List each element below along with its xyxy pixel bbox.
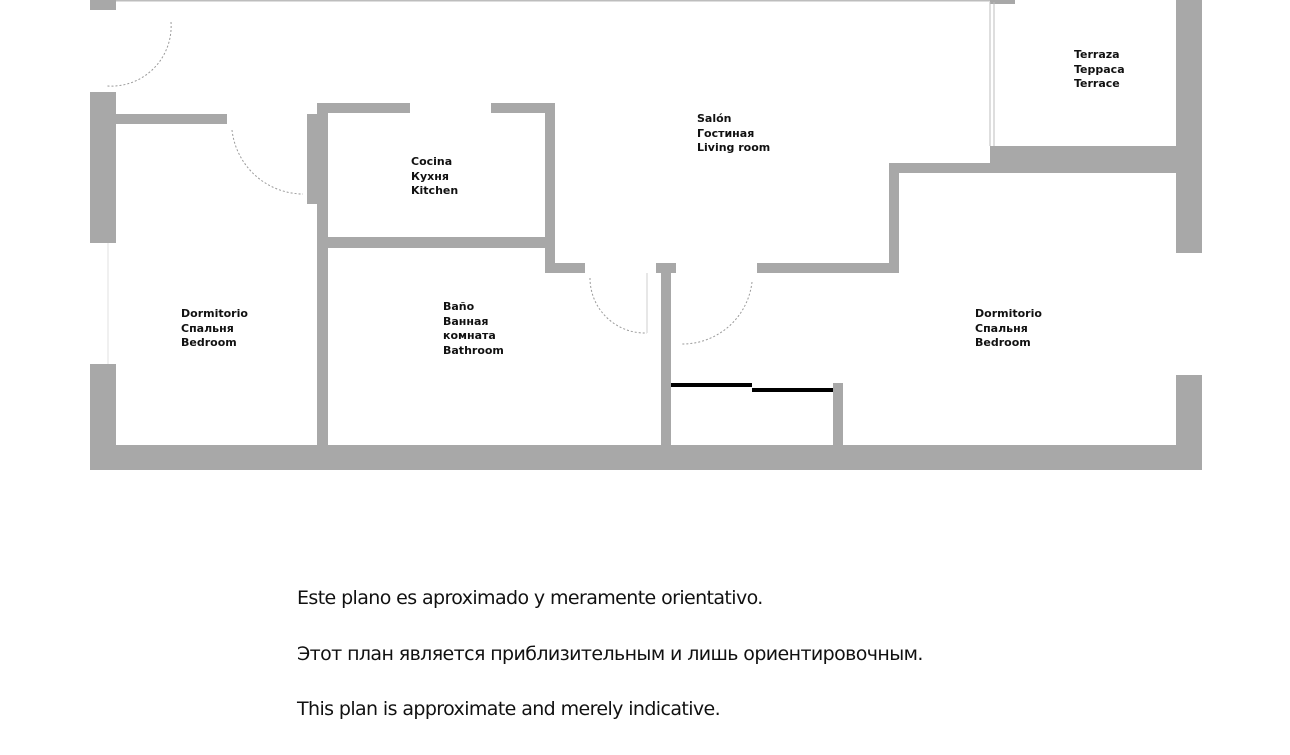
wall-hall-stub-left bbox=[545, 263, 585, 273]
label-line: Кухня bbox=[411, 169, 449, 183]
wall-top-line bbox=[116, 0, 994, 2]
wall-top-left-stub bbox=[90, 0, 116, 10]
label-line: комната bbox=[443, 329, 496, 342]
terrace-window bbox=[989, 2, 995, 146]
label-line: Terrace bbox=[1074, 77, 1120, 90]
door-arc-entrance bbox=[106, 21, 172, 87]
label-line: Salón bbox=[697, 112, 732, 125]
label-kitchen: Cocina Кухня Kitchen bbox=[411, 155, 458, 199]
wall-left-upper bbox=[90, 92, 116, 243]
door-arc-bathroom bbox=[589, 277, 648, 334]
label-line: Living room bbox=[697, 141, 771, 154]
label-line: Спальня bbox=[181, 321, 234, 335]
wall-bottom bbox=[90, 445, 1202, 470]
label-line: Bedroom bbox=[181, 336, 237, 349]
wall-right-upper bbox=[1176, 0, 1202, 253]
door-arc-bedroom-left bbox=[231, 129, 304, 195]
door-arc-bedroom-right bbox=[681, 281, 753, 345]
label-line: Bathroom bbox=[443, 343, 504, 357]
wall-kitchen-top-left bbox=[317, 103, 410, 113]
door-arcs bbox=[106, 21, 753, 345]
disclaimer-ru: Этот план является приблизительным и лиш… bbox=[297, 643, 923, 665]
wall-closet-post bbox=[833, 383, 843, 445]
wall-step-horizontal bbox=[889, 163, 999, 173]
label-bedroom-left: Dormitorio Спальня Bedroom bbox=[181, 307, 248, 351]
wall-kitchen-left bbox=[317, 103, 328, 445]
walls bbox=[90, 0, 1202, 470]
wall-terrace-top-stub bbox=[990, 0, 1015, 4]
label-line: Cocina bbox=[411, 155, 453, 168]
wall-terrace-bottom bbox=[990, 146, 1190, 173]
label-line: Гостиная bbox=[697, 126, 755, 140]
label-line: Terraza bbox=[1074, 48, 1120, 61]
wall-hall-right bbox=[757, 263, 897, 273]
label-line: Dormitorio bbox=[181, 307, 248, 320]
label-bathroom: Baño Ванная комната Bathroom bbox=[443, 300, 504, 358]
label-line: Bedroom bbox=[975, 336, 1031, 349]
wall-door-jamb bbox=[307, 114, 318, 204]
label-line: Спальня bbox=[975, 321, 1028, 335]
label-line: Dormitorio bbox=[975, 307, 1042, 320]
label-line: Ванная bbox=[443, 314, 489, 328]
label-line: Baño bbox=[443, 300, 475, 313]
label-line: Teppaca bbox=[1074, 62, 1125, 76]
wall-kitchen-bottom bbox=[328, 237, 545, 248]
wall-step-vertical bbox=[889, 163, 899, 273]
wall-central bbox=[661, 273, 671, 445]
label-terrace: Terraza Teppaca Terrace bbox=[1074, 48, 1125, 92]
closet-sliding-doors bbox=[671, 383, 833, 392]
label-bedroom-right: Dormitorio Спальня Bedroom bbox=[975, 307, 1042, 351]
disclaimer-es: Este plano es aproximado y meramente ori… bbox=[297, 587, 763, 609]
wall-bedroom-top bbox=[116, 114, 227, 124]
label-living-room: Salón Гостиная Living room bbox=[697, 112, 770, 156]
floor-plan bbox=[90, 0, 1202, 470]
wall-post-cap bbox=[656, 263, 676, 273]
wall-kitchen-top-right bbox=[491, 103, 555, 113]
label-line: Kitchen bbox=[411, 184, 459, 197]
disclaimer-en: This plan is approximate and merely indi… bbox=[297, 698, 721, 720]
wall-kitchen-right bbox=[545, 103, 555, 273]
